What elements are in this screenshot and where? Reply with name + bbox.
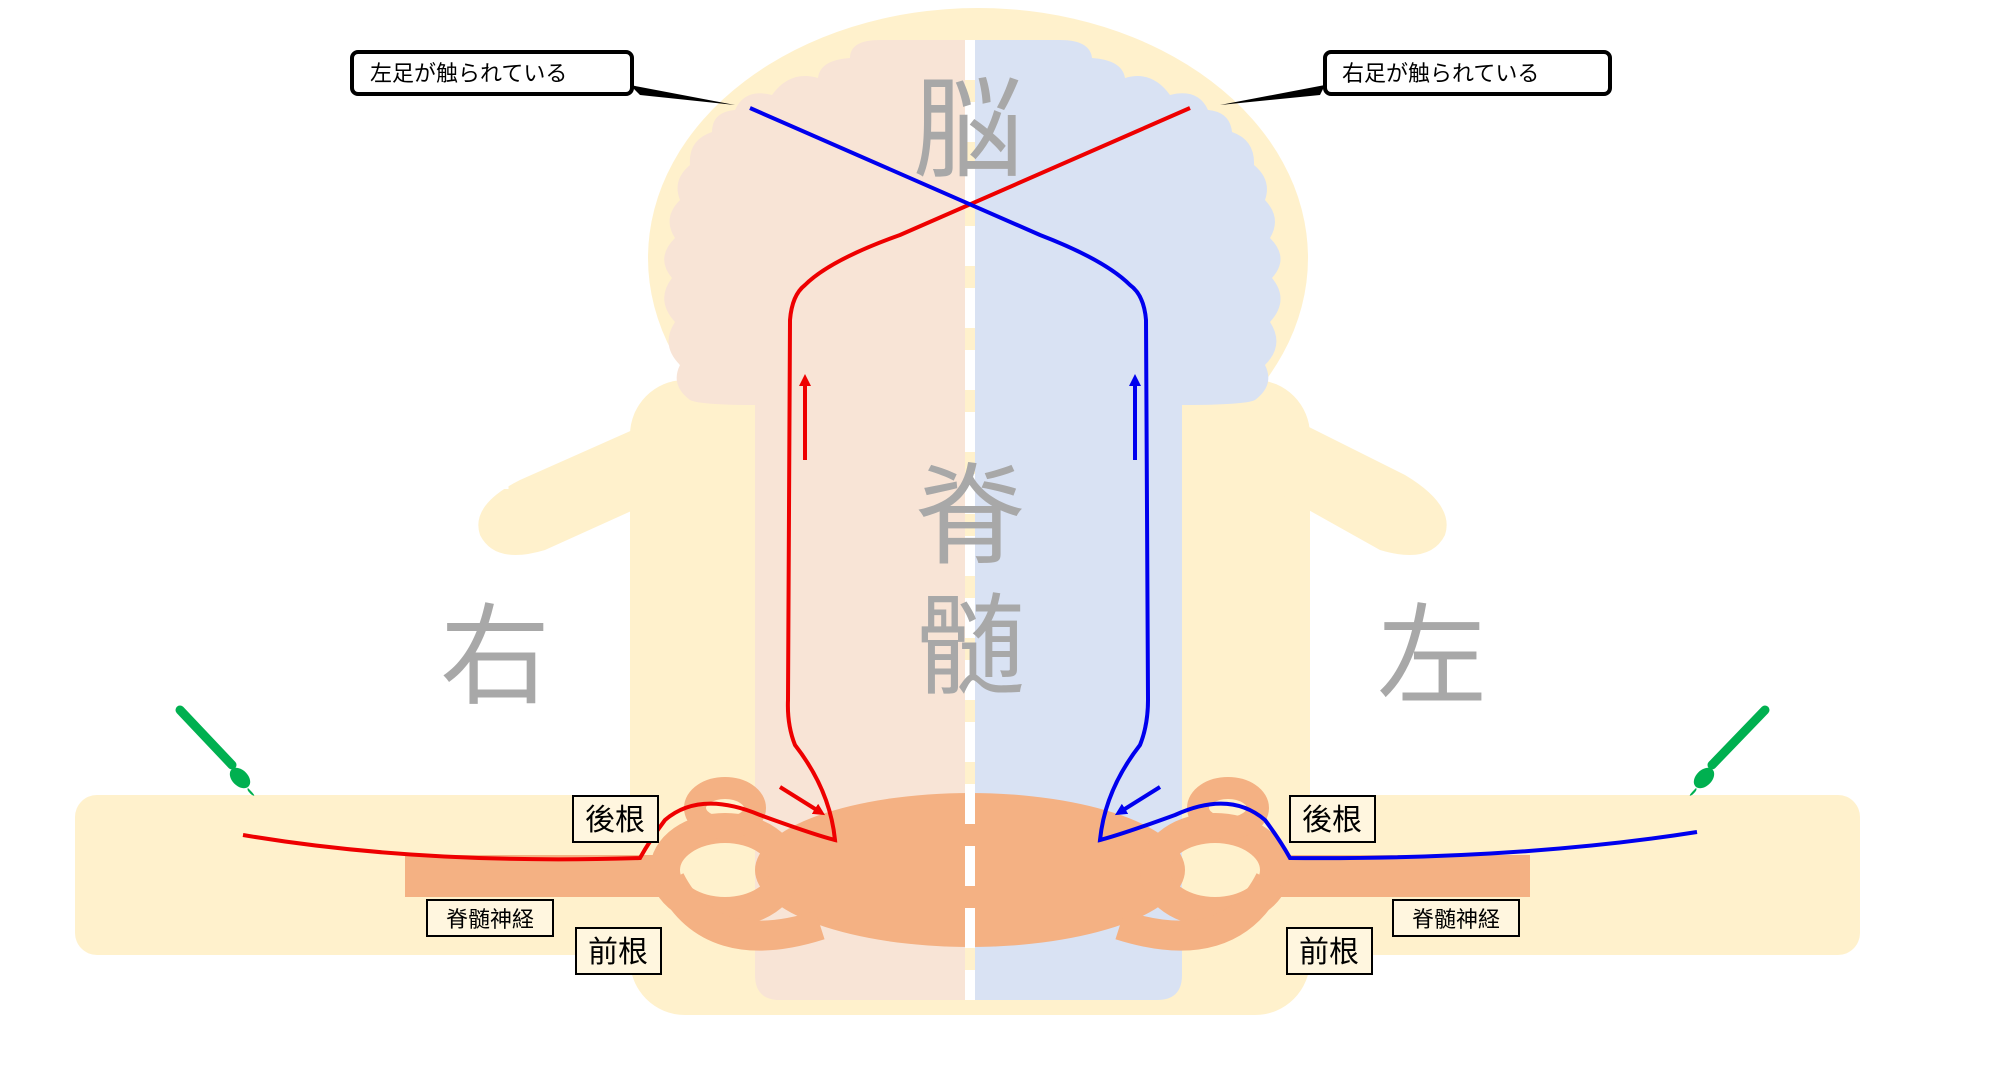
right-ventral-root-label-box: 前根 bbox=[575, 927, 662, 975]
left-foot-paintbrush-icon bbox=[1689, 705, 1770, 796]
brain-label: 脳 bbox=[913, 66, 1023, 194]
right-dorsal-ganglion bbox=[684, 777, 766, 839]
left-spinal-nerve-label: 脊髄神経 bbox=[1412, 908, 1500, 933]
right-pathway-line bbox=[242, 106, 1191, 862]
right-side-label: 右 bbox=[440, 593, 550, 721]
right-foot-paintbrush-icon bbox=[175, 705, 255, 796]
right-spinal-nerve-label-box: 脊髄神経 bbox=[426, 899, 554, 937]
right-entry-arrow-icon bbox=[778, 785, 826, 816]
spinal-cord-label-bottom: 髄 bbox=[915, 583, 1025, 711]
right-foot-callout: 右足が触られている bbox=[1220, 50, 1612, 105]
hemisphere-tints bbox=[664, 40, 1281, 1000]
right-wing bbox=[1255, 400, 1447, 555]
left-ventral-root-label: 前根 bbox=[1299, 935, 1359, 970]
left-side-label: 左 bbox=[1377, 593, 1487, 721]
right-ventral-root-label: 前根 bbox=[588, 935, 648, 970]
right-dorsal-root-label: 後根 bbox=[585, 803, 645, 838]
left-foot-callout: 左足が触られている bbox=[350, 50, 735, 105]
left-entry-arrow-icon bbox=[1114, 785, 1162, 816]
left-dorsal-root-label-box: 後根 bbox=[1289, 795, 1376, 843]
right-spinal-nerve-label: 脊髄神経 bbox=[446, 908, 534, 933]
right-limb-band bbox=[75, 795, 715, 955]
nerve-root-rings bbox=[650, 777, 1290, 951]
left-half-tint bbox=[975, 40, 1281, 1000]
right-ventral-root bbox=[656, 872, 825, 951]
spinal-cord-label-top: 脊 bbox=[915, 453, 1025, 581]
left-wing bbox=[478, 400, 700, 555]
left-spinal-nerve-bar bbox=[1265, 855, 1530, 897]
right-dorsal-root-label-box: 後根 bbox=[572, 795, 659, 843]
left-foot-callout-text: 左足が触られている bbox=[370, 62, 567, 87]
left-ventral-root bbox=[1115, 872, 1284, 951]
right-spinal-nerve-bar bbox=[405, 855, 675, 897]
right-foot-callout-text: 右足が触られている bbox=[1342, 62, 1539, 87]
right-half-tint bbox=[664, 40, 965, 1000]
left-ventral-root-label-box: 前根 bbox=[1286, 927, 1373, 975]
left-spinal-nerve-label-box: 脊髄神経 bbox=[1392, 899, 1520, 937]
left-pathway-line bbox=[749, 106, 1698, 861]
left-limb-band bbox=[1235, 795, 1860, 955]
left-dorsal-root-label: 後根 bbox=[1302, 803, 1362, 838]
